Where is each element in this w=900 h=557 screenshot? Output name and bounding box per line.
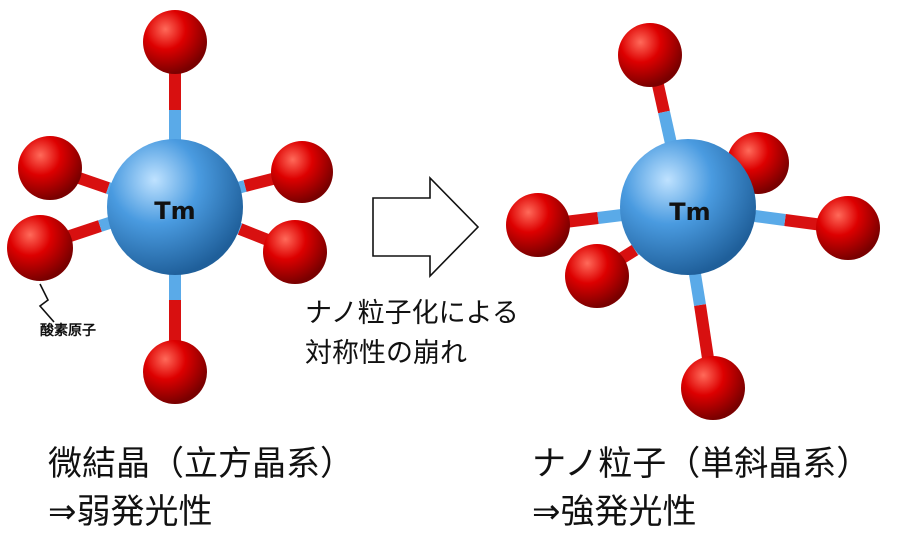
right-oxygen-top <box>618 23 682 87</box>
right-tm-atom <box>620 139 756 275</box>
right-tm-label: Tm <box>669 198 710 226</box>
oxygen-atom-label: 酸素原子 <box>40 323 96 339</box>
left-molecule: Tm <box>7 10 333 404</box>
right-caption-line1: ナノ粒子（単斜晶系） <box>532 444 871 484</box>
arrow-caption-line2: 対称性の崩れ <box>305 338 467 369</box>
transformation-arrow <box>372 176 480 278</box>
left-tm-label: Tm <box>154 197 195 225</box>
left-caption-line2: ⇒弱発光性 <box>48 492 213 532</box>
right-oxygen-right <box>816 196 880 260</box>
right-oxygen-bottom <box>681 356 745 420</box>
right-caption-line2: ⇒強発光性 <box>532 492 697 532</box>
left-oxygen-upper-right <box>271 141 333 203</box>
left-oxygen-top <box>143 10 207 74</box>
left-oxygen-bottom <box>143 340 207 404</box>
right-oxygen-left <box>506 193 570 257</box>
oxygen-leader-line <box>38 283 55 323</box>
left-caption-line1: 微結晶（立方晶系） <box>48 444 354 484</box>
left-oxygen-lower-left <box>7 215 73 281</box>
left-tm-atom <box>107 139 243 275</box>
right-oxygen-lower-left <box>565 244 629 308</box>
right-molecule: Tm <box>506 23 880 420</box>
left-oxygen-upper-left <box>18 136 82 200</box>
arrow-caption-line1: ナノ粒子化による <box>305 298 519 329</box>
left-oxygen-lower-right <box>263 220 327 284</box>
